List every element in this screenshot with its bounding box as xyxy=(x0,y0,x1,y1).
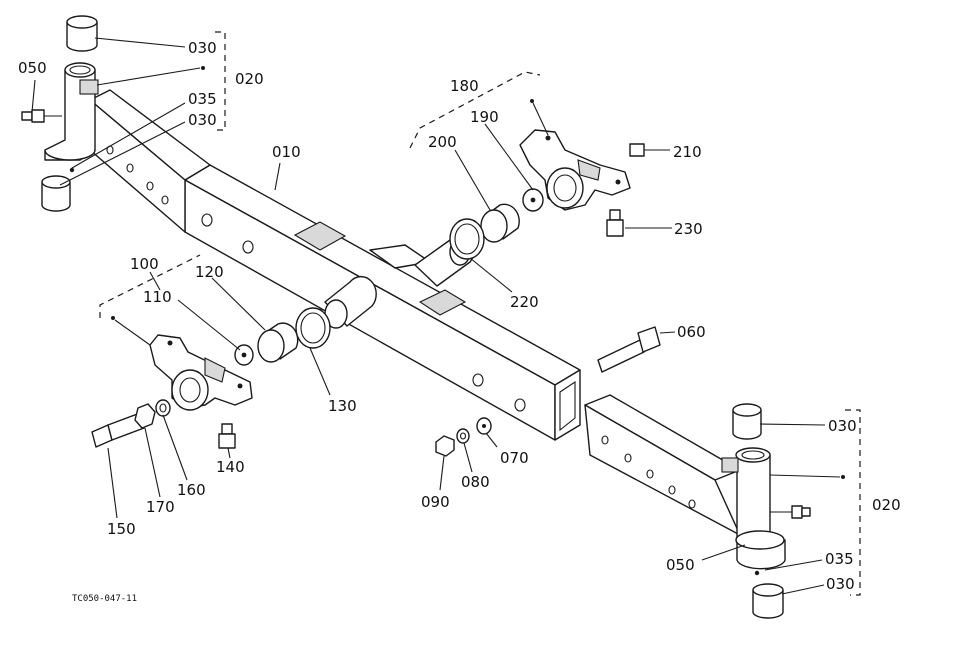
part-010-axle-beam xyxy=(184,164,581,441)
part-090-nut xyxy=(435,435,455,457)
part-120-bushing xyxy=(257,322,299,363)
callout-150: 150 xyxy=(107,520,136,538)
part-100-front-bracket xyxy=(149,334,253,411)
part-030-bushing-lower-left xyxy=(41,175,71,212)
part-200-bushing xyxy=(480,203,520,243)
callout-170: 170 xyxy=(146,498,175,516)
callout-050-right: 050 xyxy=(666,556,695,574)
callout-050-left: 050 xyxy=(18,59,47,77)
part-190-washer xyxy=(522,188,544,212)
callout-030-top-left: 030 xyxy=(188,39,217,57)
callout-035-left: 035 xyxy=(188,90,217,108)
part-170-nut xyxy=(134,403,156,429)
part-180-rear-bracket xyxy=(519,129,631,211)
callout-010: 010 xyxy=(272,143,301,161)
callout-030-lower-right: 030 xyxy=(826,575,855,593)
callout-020-bottom: 020 xyxy=(872,496,901,514)
part-140-grease-fitting xyxy=(218,423,236,449)
callout-090: 090 xyxy=(421,493,450,511)
callout-140: 140 xyxy=(216,458,245,476)
part-020-right-knuckle xyxy=(584,394,811,570)
part-060-bolt xyxy=(597,326,661,373)
callout-210: 210 xyxy=(673,143,702,161)
callout-200: 200 xyxy=(428,133,457,151)
part-160-lock-washer xyxy=(155,399,171,417)
part-220-seal-ring xyxy=(449,218,485,260)
callout-070: 070 xyxy=(500,449,529,467)
callout-130: 130 xyxy=(328,397,357,415)
callout-110: 110 xyxy=(143,288,172,306)
callout-030-lower-left: 030 xyxy=(188,111,217,129)
callout-190: 190 xyxy=(470,108,499,126)
group-bracket-100 xyxy=(99,254,201,318)
part-030-bushing-top-right xyxy=(732,403,762,440)
part-130-seal-ring xyxy=(295,307,331,349)
leader-lines xyxy=(31,37,845,595)
part-070-washer xyxy=(476,417,492,435)
group-bracket-180 xyxy=(409,71,541,149)
diagram-code: TC050-047-11 xyxy=(72,594,137,604)
part-030-bushing-top-left xyxy=(66,15,98,52)
callout-180: 180 xyxy=(450,77,479,95)
callout-030-top-right: 030 xyxy=(828,417,857,435)
callout-060: 060 xyxy=(677,323,706,341)
part-030-bushing-lower-right xyxy=(752,583,784,619)
part-035-pin-right xyxy=(754,570,760,576)
callout-100: 100 xyxy=(130,255,159,273)
group-bracket-020-top xyxy=(215,31,226,131)
callout-230: 230 xyxy=(674,220,703,238)
callout-080: 080 xyxy=(461,473,490,491)
part-020-left-knuckle xyxy=(21,62,211,233)
callout-020-top: 020 xyxy=(235,70,264,88)
callout-160: 160 xyxy=(177,481,206,499)
callout-120: 120 xyxy=(195,263,224,281)
part-080-lock-washer xyxy=(456,428,470,444)
callout-220: 220 xyxy=(510,293,539,311)
callout-035-right: 035 xyxy=(825,550,854,568)
part-035-pin-left xyxy=(69,167,75,173)
part-210-bolt xyxy=(629,143,645,157)
part-230-grease-fitting xyxy=(606,209,624,237)
